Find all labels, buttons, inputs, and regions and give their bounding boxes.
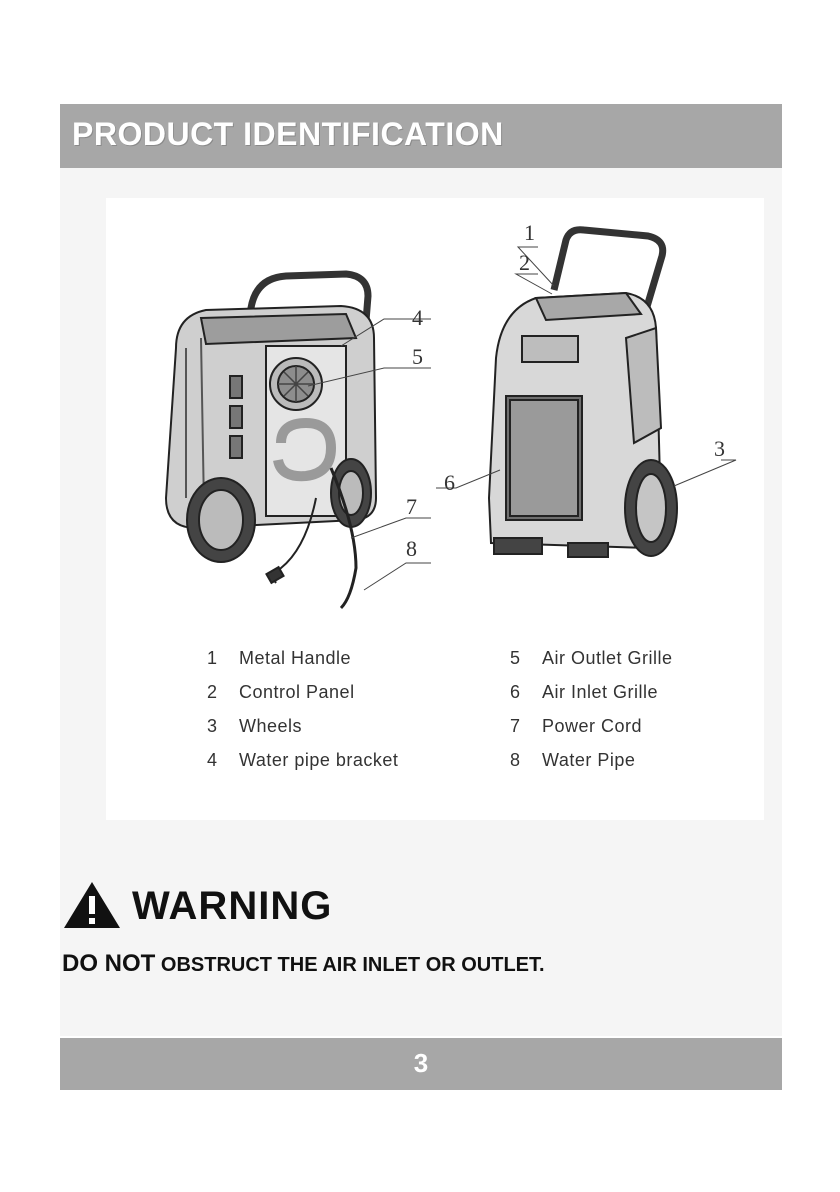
- warning-triangle-icon: [62, 880, 122, 930]
- warning-message: OBSTRUCT THE AIR INLET OR OUTLET.: [155, 954, 544, 976]
- callout-5: 5: [412, 344, 423, 369]
- footer-bar: 3: [60, 1038, 782, 1090]
- front-view-unit: [489, 230, 677, 557]
- product-figure: 1 2 3 4 5 6 7 8: [106, 198, 764, 820]
- callout-1: 1: [524, 220, 535, 245]
- title-bar: PRODUCT IDENTIFICATION: [60, 104, 782, 168]
- callout-7: 7: [406, 494, 417, 519]
- dehumidifier-illustration: 1 2 3 4 5 6 7 8: [106, 198, 764, 820]
- warning-title: WARNING: [132, 884, 332, 929]
- callout-3: 3: [714, 436, 725, 461]
- warning-text: DO NOT OBSTRUCT THE AIR INLET OR OUTLET.: [62, 950, 545, 978]
- callout-4: 4: [412, 305, 423, 330]
- rear-view-unit: [166, 274, 376, 608]
- warning-heading: WARNING: [62, 880, 122, 930]
- callout-8: 8: [406, 536, 417, 561]
- page-number: 3: [60, 1048, 782, 1079]
- callout-2: 2: [519, 250, 530, 275]
- callout-6: 6: [444, 470, 455, 495]
- page-title: PRODUCT IDENTIFICATION: [72, 116, 504, 153]
- warning-lead: DO NOT: [62, 950, 155, 977]
